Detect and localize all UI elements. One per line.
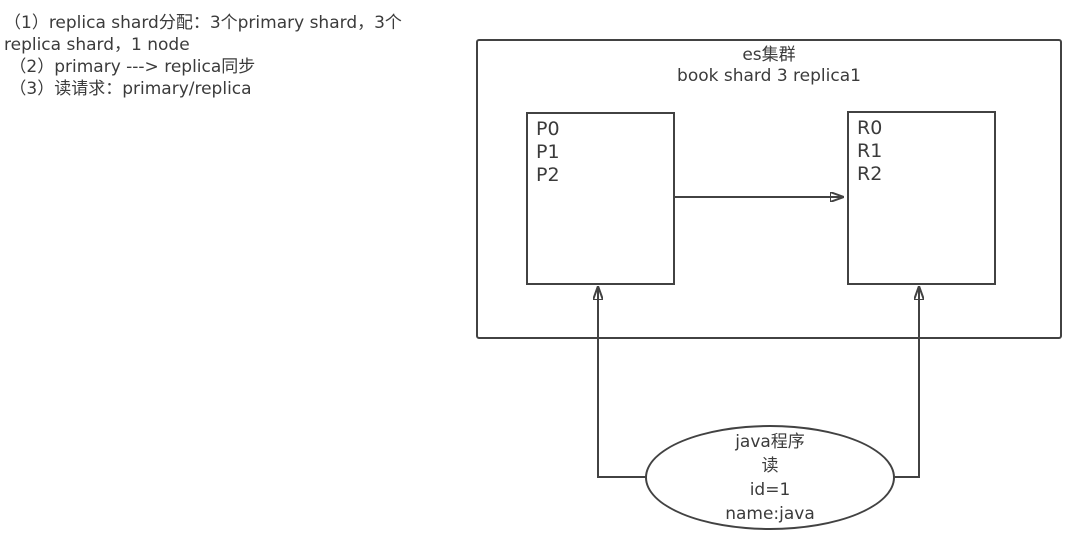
- shard-label-p2: P2: [536, 164, 560, 186]
- shard-label-r1: R1: [857, 140, 883, 162]
- primary-shard-box: P0 P1 P2: [526, 112, 675, 285]
- note-line-2: replica shard，1 node: [4, 35, 190, 55]
- notes-text: （1）replica shard分配：3个primary shard，3个 re…: [4, 12, 402, 100]
- shard-label-p0: P0: [536, 118, 560, 140]
- cluster-subtitle: book shard 3 replica1: [677, 66, 861, 86]
- client-line-program: java程序: [735, 431, 805, 452]
- shard-label-p1: P1: [536, 141, 560, 163]
- client-line-name: name:java: [725, 503, 815, 524]
- cluster-title: es集群: [742, 45, 796, 65]
- client-line-id: id=1: [749, 479, 791, 500]
- es-cluster-box: es集群 book shard 3 replica1 P0 P1 P2 R0 R…: [476, 39, 1062, 339]
- replica-shard-box: R0 R1 R2: [847, 111, 996, 285]
- java-client-ellipse: java程序 读 id=1 name:java: [645, 425, 895, 530]
- client-line-read: 读: [761, 455, 779, 476]
- shard-label-r0: R0: [857, 117, 883, 139]
- cluster-title-block: es集群 book shard 3 replica1: [478, 45, 1060, 87]
- note-line-4: （3）读请求：primary/replica: [4, 79, 252, 99]
- replica-shard-list: R0 R1 R2: [849, 113, 994, 186]
- note-line-1: （1）replica shard分配：3个primary shard，3个: [4, 13, 402, 33]
- note-line-3: （2）primary ---> replica同步: [4, 57, 256, 77]
- primary-shard-list: P0 P1 P2: [528, 114, 673, 187]
- shard-label-r2: R2: [857, 163, 883, 185]
